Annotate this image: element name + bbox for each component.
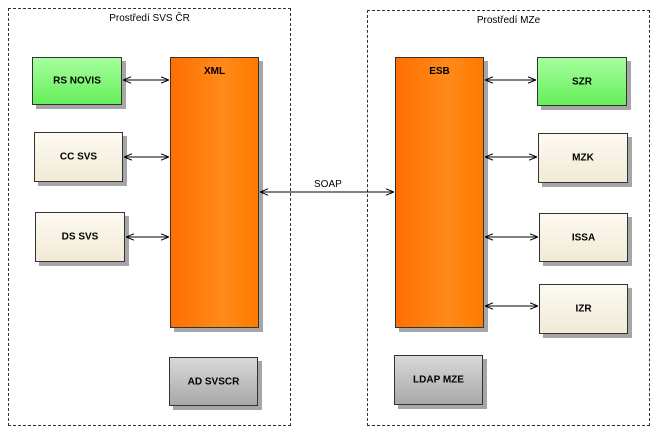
soap-label: SOAP bbox=[314, 179, 342, 190]
node-ldap-mze-label: LDAP MZE bbox=[413, 374, 464, 386]
node-izr-label: IZR bbox=[575, 303, 592, 315]
node-ds-svs-label: DS SVS bbox=[61, 231, 99, 243]
environment-mze: Prostředí MZe bbox=[367, 10, 650, 426]
node-cc-svs-label: CC SVS bbox=[59, 151, 98, 163]
node-cc-svs[interactable]: CC SVS bbox=[34, 132, 123, 182]
environment-mze-title: Prostředí MZe bbox=[476, 15, 541, 26]
node-ds-svs[interactable]: DS SVS bbox=[35, 212, 125, 262]
node-esb-label: ESB bbox=[429, 66, 450, 77]
node-ad-svscr[interactable]: AD SVSCR bbox=[169, 357, 258, 406]
environment-svs-cr-title: Prostředí SVS ČR bbox=[109, 13, 190, 24]
node-xml-label: XML bbox=[203, 66, 226, 77]
node-esb[interactable]: ESB bbox=[395, 57, 484, 328]
node-izr[interactable]: IZR bbox=[539, 284, 628, 334]
node-issa-label: ISSA bbox=[571, 232, 596, 243]
node-ldap-mze[interactable]: LDAP MZE bbox=[394, 355, 483, 405]
node-rs-novis[interactable]: RS NOVIS bbox=[32, 57, 122, 105]
node-ad-svscr-label: AD SVSCR bbox=[187, 376, 240, 387]
node-rs-novis-label: RS NOVIS bbox=[53, 75, 101, 87]
node-mzk-label: MZK bbox=[572, 152, 594, 164]
node-xml[interactable]: XML bbox=[170, 57, 259, 328]
node-issa[interactable]: ISSA bbox=[539, 213, 628, 262]
node-szr-label: SZR bbox=[572, 76, 592, 87]
node-szr[interactable]: SZR bbox=[537, 57, 627, 106]
environment-svs-cr: Prostředí SVS ČR bbox=[8, 8, 291, 426]
node-mzk[interactable]: MZK bbox=[538, 133, 628, 183]
